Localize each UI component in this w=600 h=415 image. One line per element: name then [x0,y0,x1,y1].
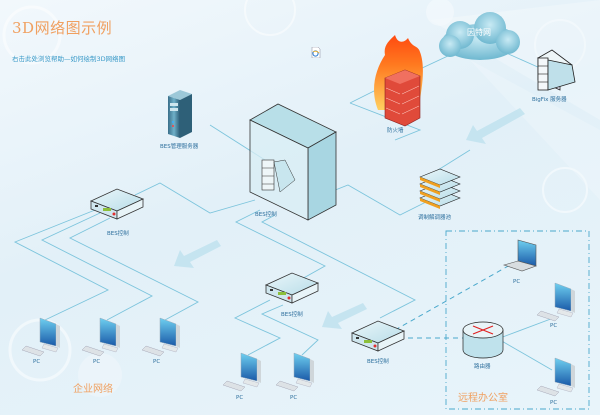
link-bes-laptop [394,264,511,331]
switch-icon [265,272,319,304]
link-firewall-loop [349,102,422,141]
ie-document-icon[interactable] [311,47,321,58]
pc-label: PC [550,323,558,329]
link-router-pc2 [499,316,557,339]
link-left-pc2 [40,212,153,321]
firewall-label: 防火墙 [387,128,404,134]
bes-mgmt-server-label: BES管理服务器 [160,144,199,150]
pc-label: PC [236,395,244,401]
pc-icon [222,352,262,392]
server-tower-icon [537,49,576,91]
enterprise-network-label: 企业网络 [73,384,113,395]
help-link[interactable]: 右击此处浏览帮助—如何绘制3D网络图 [12,55,126,63]
internet-label: 因特网 [467,28,491,37]
link-core-right [261,214,416,319]
bes-left-label: BES控制 [107,231,129,237]
remote-office-label: 远程办公室 [458,393,508,404]
link-left-pc1 [13,209,110,321]
router-icon [462,321,504,359]
link-left-pc3 [68,217,199,321]
arrow-icon [466,108,525,144]
pc-icon [141,317,181,357]
link-core-mid [234,209,326,281]
remote-office-boundary [445,230,590,410]
laptop-icon [502,239,537,272]
switch-icon [90,188,144,220]
bes-right-label: BES控制 [367,359,389,365]
pc-label: PC [93,359,101,365]
modem-pool-label: 调制解调器池 [418,215,452,221]
pc-label: PC [513,279,521,285]
switch-icon [351,320,405,352]
pc-icon [536,357,576,397]
bigfix-server-label: BigFix 服务器 [532,97,567,103]
link-router-pc3 [499,339,553,371]
link-mid-pc1 [233,299,282,356]
bes-core-label: BES控制 [255,212,277,218]
pc-icon [536,282,576,322]
bes-mid-label: BES控制 [281,312,303,318]
pc-icon [81,317,121,357]
router-label: 路由器 [474,364,491,370]
pc-label: PC [550,400,558,406]
link-mid-pc2 [260,304,319,356]
link-core-left-switch [134,182,256,214]
pc-label: PC [153,359,161,365]
modem-pool-icon [419,168,461,209]
link-cloud-bigfix [503,51,541,69]
server-icon [168,90,192,138]
pc-label: PC [290,395,298,401]
datacenter-box-icon [249,103,337,221]
pc-icon [275,352,315,392]
pc-label: PC [33,359,41,365]
flow-arrows [174,108,525,329]
arrow-icon [322,303,367,329]
remote-links [394,264,511,339]
arrow-icon [174,240,221,268]
page-title: 3D网络图示例 [12,19,113,37]
cloud-icon [439,12,520,60]
firewall-icon [374,35,423,127]
